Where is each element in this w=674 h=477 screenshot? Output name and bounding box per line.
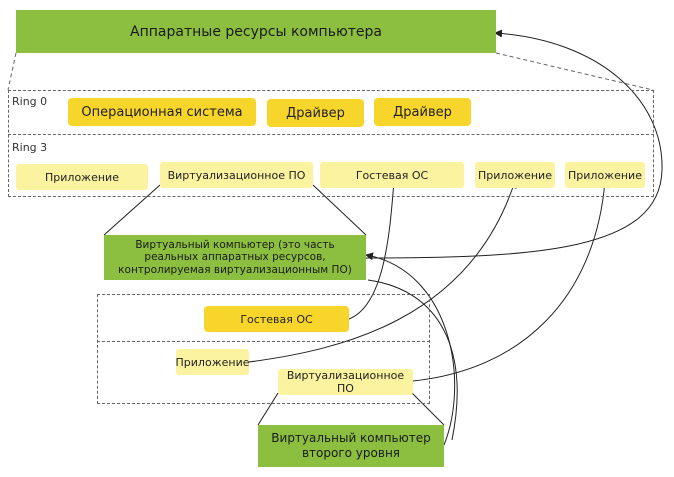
ring-3-label: Ring 3	[12, 141, 48, 154]
guest-os-arrow	[348, 180, 398, 320]
guest-os-label: Гостевая ОС	[355, 168, 429, 182]
vsw-to-vm1-left	[103, 184, 161, 236]
nested-guest-os-box: Гостевая ОС	[204, 306, 349, 332]
nested-guest-os-label: Гостевая ОС	[240, 312, 313, 326]
operating-system-label: Операционная система	[81, 104, 243, 120]
nested-container	[97, 294, 430, 404]
ring-container	[8, 90, 654, 197]
virtual-machine-label: Виртуальный компьютер (это часть реальны…	[118, 238, 352, 276]
application-label-2: Приложение	[478, 168, 552, 182]
app-arrow	[248, 180, 517, 363]
driver-box-1: Драйвер	[267, 99, 364, 127]
operating-system-box: Операционная система	[68, 98, 256, 126]
application-box-3: Приложение	[565, 162, 645, 188]
vsw-to-vm1-right	[312, 184, 367, 236]
ring-0-label: Ring 0	[12, 95, 48, 108]
ring-divider	[8, 134, 654, 135]
guest-os-box: Гостевая ОС	[320, 162, 464, 188]
second-level-vm-label: Виртуальный компьютер второго уровня	[271, 431, 431, 460]
virtualization-software-box: Виртуализационное ПО	[160, 162, 313, 188]
nested-application-box: Приложение	[176, 349, 249, 375]
application-box-1: Приложение	[16, 164, 148, 190]
virtual-machine-box: Виртуальный компьютер (это часть реальны…	[104, 235, 366, 280]
vm2-to-vm1-arrow	[365, 252, 456, 446]
nested-application-label: Приложение	[175, 355, 250, 369]
hardware-resources-label: Аппаратные ресурсы компьютера	[130, 23, 382, 40]
nested-divider	[97, 341, 430, 342]
application-label-1: Приложение	[45, 170, 119, 184]
application-label-3: Приложение	[568, 168, 642, 182]
nested-virtualization-software-box: Виртуализационное ПО	[278, 369, 413, 395]
hardware-resources-box: Аппаратные ресурсы компьютера	[16, 10, 496, 53]
driver-label-2: Драйвер	[393, 104, 452, 120]
virt-sw-arrow	[412, 180, 609, 382]
driver-label-1: Драйвер	[286, 105, 345, 121]
vm1-to-hardware-arrow	[365, 29, 663, 259]
second-level-vm-box: Виртуальный компьютер второго уровня	[258, 425, 444, 467]
application-box-2: Приложение	[475, 162, 555, 188]
driver-box-2: Драйвер	[374, 98, 471, 126]
virtualization-software-label: Виртуализационное ПО	[167, 168, 306, 182]
nested-virtualization-software-label: Виртуализационное ПО	[286, 369, 405, 395]
